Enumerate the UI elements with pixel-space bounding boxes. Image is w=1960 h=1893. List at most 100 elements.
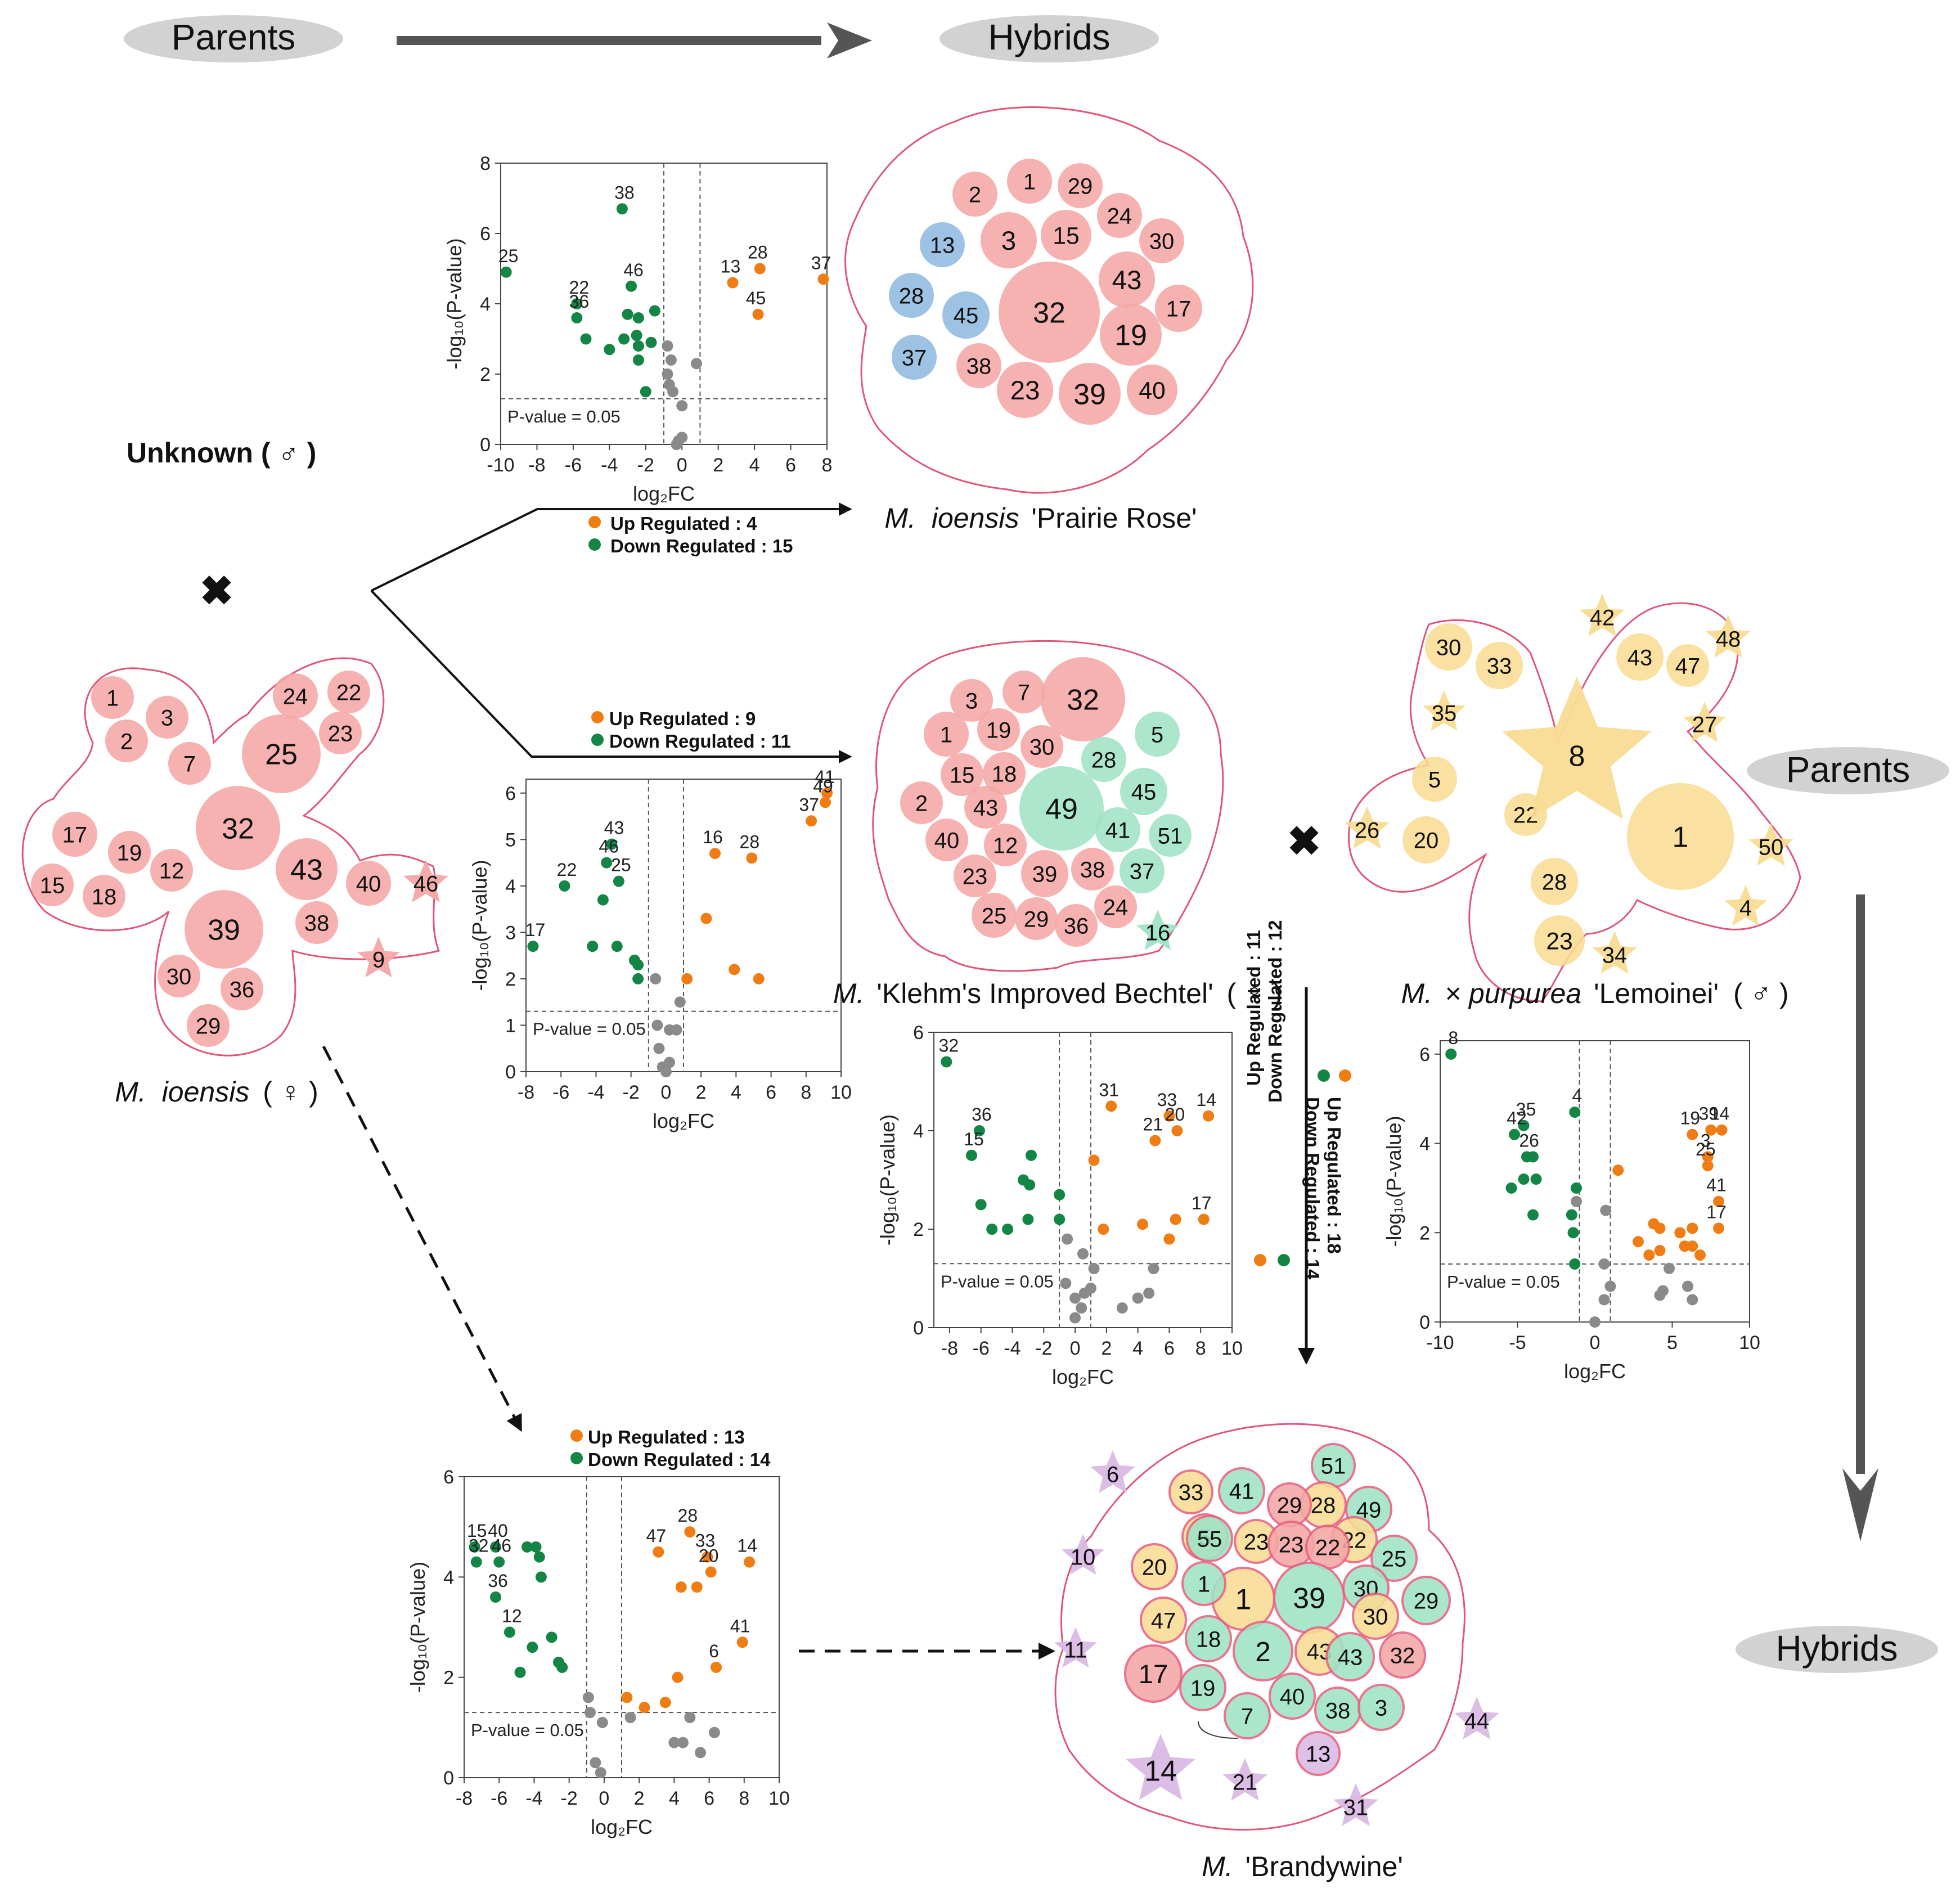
y-tick-label: 6 <box>505 783 516 804</box>
bubble-circle <box>1402 816 1450 864</box>
lemoinei-outline <box>1348 602 1801 1002</box>
bubble-prairie-1: 1 <box>1007 159 1052 204</box>
point-down <box>613 875 624 887</box>
bubble-circle <box>346 861 391 906</box>
legend-vertical-left-up-dot <box>1254 1254 1266 1266</box>
point-label: 22 <box>557 860 577 880</box>
point-down <box>490 1541 501 1553</box>
bubble-number: 17 <box>1139 1660 1168 1689</box>
bubble-number: 40 <box>1139 377 1166 404</box>
x-tick-label: 6 <box>785 455 796 476</box>
x-tick-label: 4 <box>1132 1338 1143 1359</box>
klehm-label: M. 'Klehm's Improved Bechtel' ( ♀ ) <box>833 978 1282 1009</box>
bubble-number: 42 <box>1590 605 1615 630</box>
point-label: 36 <box>569 291 590 312</box>
y-tick-label: 6 <box>1419 1044 1430 1065</box>
legend-vertical-right-up: Up Regulated : 18 <box>1324 1097 1345 1254</box>
lemoinei-species: × purpurea <box>1445 978 1581 1009</box>
point-up <box>1687 1222 1698 1234</box>
point-down <box>1509 1128 1520 1140</box>
bubble-number: 23 <box>963 864 988 889</box>
bubble-ioensis-12: 12 <box>150 849 193 892</box>
bubble-brandywine-2: 2 <box>1233 1621 1293 1681</box>
right-hybrids-pill <box>1736 1626 1938 1673</box>
bubble-number: 37 <box>1130 859 1155 884</box>
x-tick-label: -4 <box>601 455 618 476</box>
bubble-number: 18 <box>992 762 1017 786</box>
x-tick-label: 4 <box>731 1082 741 1103</box>
bubble-number: 3 <box>965 689 978 713</box>
bubble-number: 38 <box>304 911 330 936</box>
bubble-circle <box>1412 757 1457 802</box>
legend-up-dot <box>591 711 604 723</box>
point-label: 17 <box>525 920 546 940</box>
x-tick-label: 8 <box>739 1788 749 1809</box>
bubble-number: 24 <box>283 684 308 709</box>
point-up <box>700 912 712 924</box>
point-down <box>533 1551 545 1563</box>
bubble-number: 22 <box>336 680 362 705</box>
x-tick-label: 8 <box>1195 1338 1206 1359</box>
x-tick-label: -5 <box>1509 1332 1526 1354</box>
point-down <box>640 386 651 398</box>
bubble-number: 26 <box>1355 818 1380 843</box>
x-tick-label: 10 <box>1221 1338 1243 1359</box>
y-tick-label: 6 <box>913 1022 924 1044</box>
bubble-number: 5 <box>1428 767 1441 792</box>
point-down <box>1518 1119 1530 1131</box>
point-down <box>1054 1189 1066 1200</box>
point-up <box>691 1581 703 1593</box>
bubble-number: 16 <box>1145 920 1171 945</box>
right-parents-pill <box>1747 747 1949 794</box>
point-up <box>681 973 693 984</box>
x-tick-label: -2 <box>637 455 654 476</box>
bubble-circle <box>1401 1576 1451 1625</box>
header-arrow-head <box>827 23 872 59</box>
point-ns <box>1682 1280 1693 1292</box>
point-down <box>546 1631 558 1643</box>
point-down <box>1025 1149 1037 1161</box>
bubble-circle <box>977 708 1020 751</box>
point-label: 12 <box>502 1606 522 1626</box>
bubble-number: 32 <box>1033 297 1066 330</box>
star-shape <box>357 937 400 978</box>
bubble-number: 47 <box>1151 1608 1176 1633</box>
bubble-ioensis-38: 38 <box>295 901 338 944</box>
prairie-cultivar: 'Prairie Rose' <box>1031 502 1197 534</box>
bubble-klehm-41: 41 <box>1095 807 1140 852</box>
pvalue-label: P-value = 0.05 <box>1447 1272 1560 1292</box>
bubble-brandywine-25: 25 <box>1370 1535 1418 1582</box>
point-ns <box>677 1737 689 1748</box>
bubble-number: 38 <box>1080 857 1105 882</box>
point-up <box>746 852 758 864</box>
point-up <box>705 1566 717 1578</box>
x-tick-label: 2 <box>696 1082 707 1103</box>
bubble-ioensis-29: 29 <box>187 1004 230 1047</box>
star-shape <box>1706 615 1751 658</box>
bubble-circle <box>52 812 97 857</box>
bubble-number: 18 <box>1196 1627 1221 1652</box>
point-label: 31 <box>1099 1080 1119 1100</box>
point-label: 28 <box>748 242 768 263</box>
legend-down-dot <box>570 1452 583 1464</box>
legend-up-dot <box>570 1429 583 1442</box>
y-tick-label: 2 <box>505 969 516 990</box>
bubble-circle <box>1003 671 1045 713</box>
point-label: 26 <box>1519 1130 1539 1150</box>
bubble-prairie-45: 45 <box>942 291 990 339</box>
point-label: 47 <box>646 1526 667 1546</box>
point-label: 41 <box>815 767 835 787</box>
star-shape <box>1090 1450 1135 1493</box>
lemoinei-genus: M. <box>1401 978 1432 1009</box>
bubble-number: 39 <box>208 914 240 947</box>
point-down <box>493 1556 505 1568</box>
bubble-brandywine-39: 39 <box>1273 1562 1345 1634</box>
bubble-circle <box>924 712 969 757</box>
bubble-number: 10 <box>1071 1545 1096 1570</box>
point-down <box>504 1626 515 1638</box>
bubble-circle <box>1155 285 1202 332</box>
bubble-klehm-29: 29 <box>1015 897 1058 940</box>
